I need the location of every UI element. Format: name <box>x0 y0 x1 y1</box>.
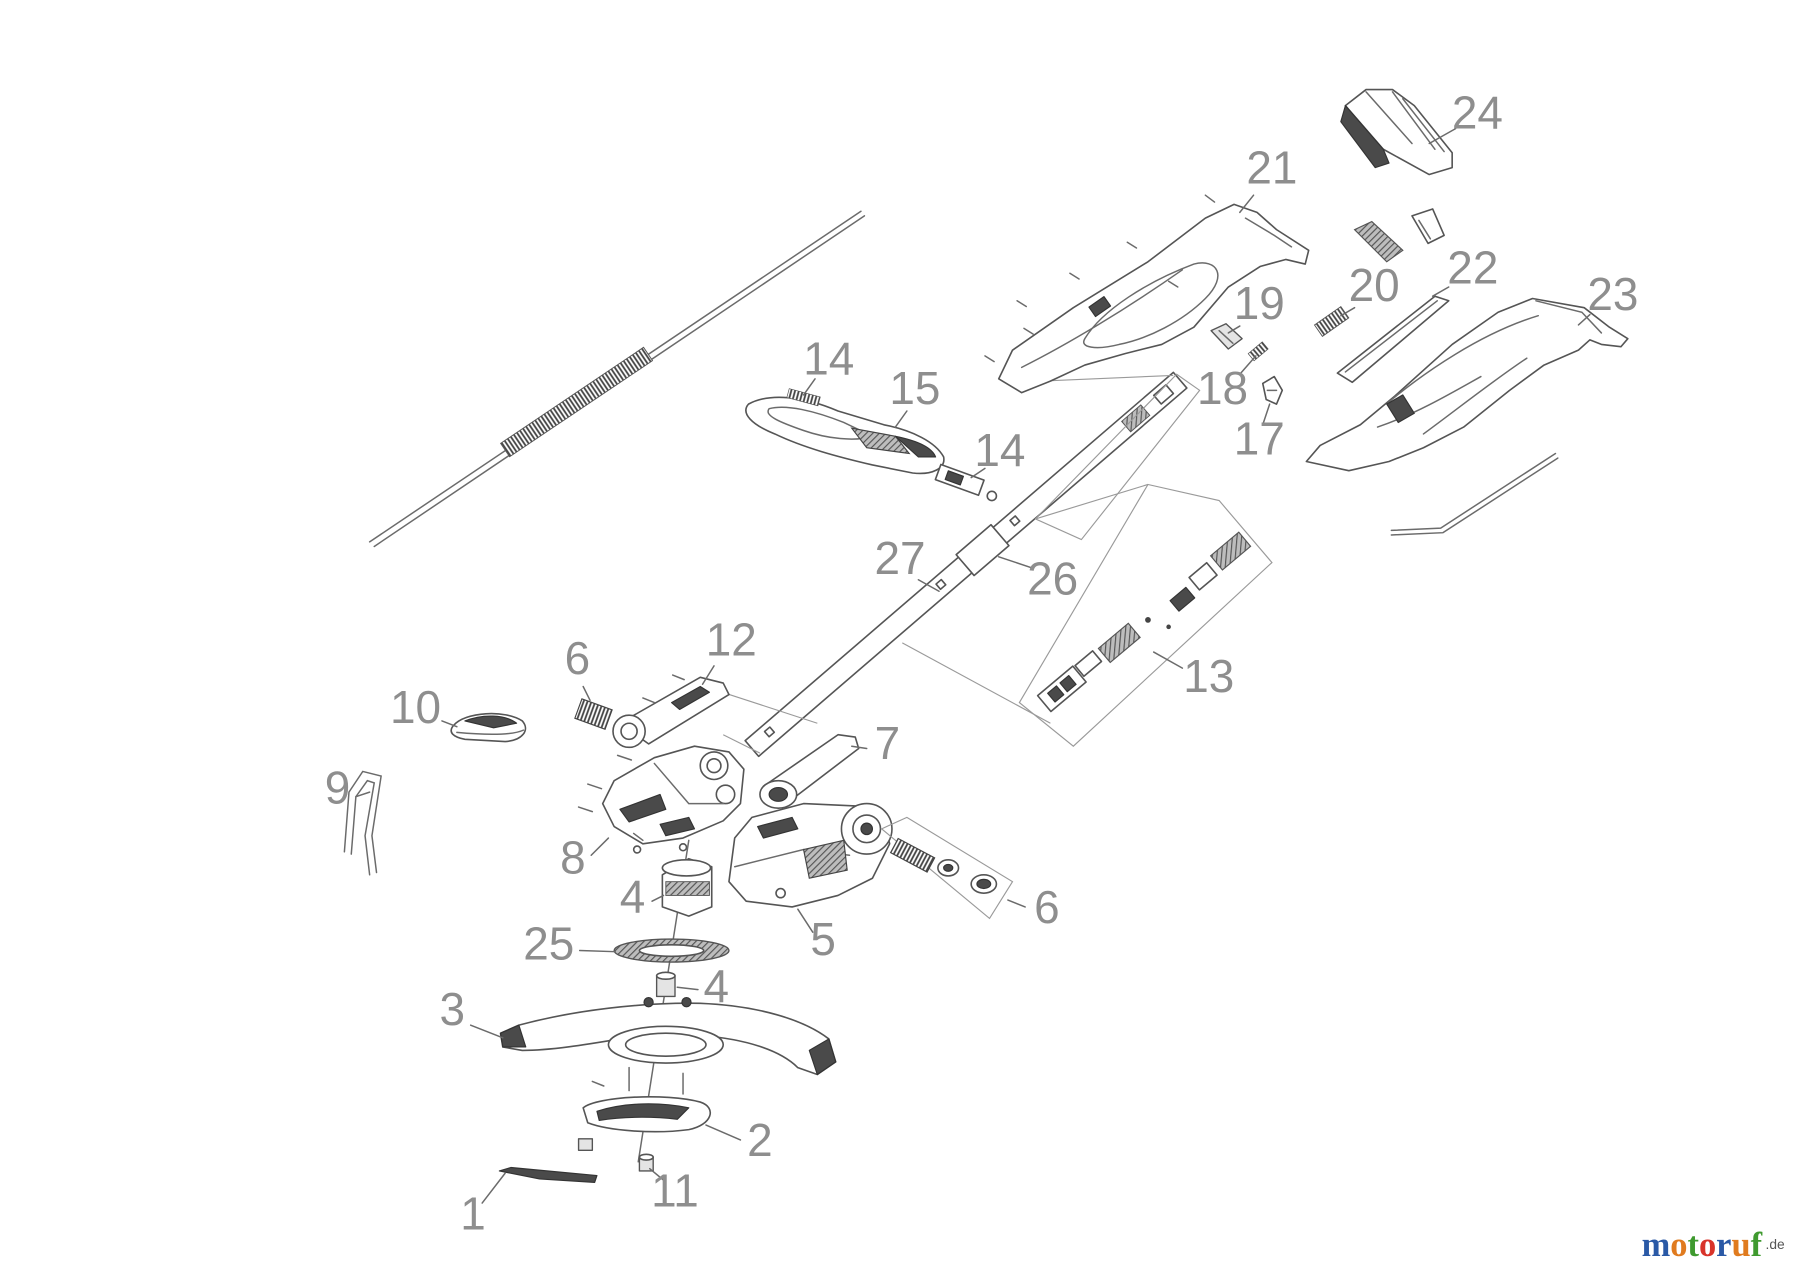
part-motor-housing <box>577 745 745 854</box>
watermark-letter: m <box>1642 1226 1671 1264</box>
part-cable <box>1390 452 1559 536</box>
part-switch-assembly <box>1018 483 1273 747</box>
part-4-motor <box>661 857 713 917</box>
callout-label-7: 7 <box>875 717 901 769</box>
watermark-letter: u <box>1731 1226 1750 1264</box>
callout-label-23: 23 <box>1587 268 1638 320</box>
callout-label-2: 2 <box>747 1114 773 1166</box>
callout-label-5: 5 <box>810 913 836 965</box>
watermark-letter: r <box>1716 1226 1731 1264</box>
leader-lines <box>355 127 1591 1204</box>
part-19-block <box>1210 323 1243 350</box>
callout-label-3: 3 <box>440 983 466 1035</box>
part-latch-pieces <box>1353 208 1445 263</box>
part-18-spring <box>1247 341 1269 362</box>
callout-label-17: 17 <box>1234 413 1285 465</box>
callout-label-21: 21 <box>1246 142 1297 194</box>
leader-outlines <box>711 373 1201 754</box>
part-guard <box>499 997 837 1095</box>
callout-label-4-lower: 4 <box>704 960 730 1012</box>
part-handle-loop <box>745 396 945 475</box>
callout-label-6-lower: 6 <box>1034 881 1060 933</box>
callout-label-15: 15 <box>889 362 940 414</box>
callout-label-14-lower: 14 <box>974 424 1025 476</box>
part-nut <box>577 1138 654 1172</box>
part-battery-pack <box>1340 88 1453 176</box>
part-blade <box>498 1166 598 1184</box>
part-17-clip <box>1261 375 1284 405</box>
part-shaft-tube <box>744 371 1188 758</box>
callout-label-1: 1 <box>460 1187 486 1239</box>
watermark-letter: o <box>1670 1226 1687 1264</box>
part-cover <box>1305 297 1629 472</box>
watermark-letter: f <box>1751 1226 1763 1264</box>
callout-label-18: 18 <box>1197 362 1248 414</box>
part-bracket <box>612 674 730 749</box>
watermark: motoruf .de <box>1642 1226 1785 1264</box>
part-4-lower <box>655 971 676 998</box>
callout-label-24: 24 <box>1452 87 1503 139</box>
callout-label-14-upper: 14 <box>803 332 854 384</box>
callout-label-25: 25 <box>523 918 574 970</box>
part-cap <box>450 712 527 743</box>
callout-label-10: 10 <box>390 681 441 733</box>
screws <box>984 194 1216 363</box>
part-spring-20 <box>1313 305 1350 337</box>
part-14-lower <box>934 463 998 502</box>
watermark-logo: motoruf <box>1642 1226 1763 1264</box>
watermark-letter: t <box>1687 1226 1699 1264</box>
callout-label-27: 27 <box>874 532 925 584</box>
callout-label-9: 9 <box>325 762 351 814</box>
callout-label-13: 13 <box>1183 650 1234 702</box>
part-6-spring-upper <box>574 698 613 731</box>
part-rod <box>368 210 866 548</box>
part-6-knob-assembly <box>880 816 1014 920</box>
callout-label-4-upper: 4 <box>620 871 646 923</box>
callout-label-8: 8 <box>560 832 586 884</box>
callout-label-6-upper: 6 <box>565 632 591 684</box>
callout-label-22: 22 <box>1447 242 1498 294</box>
part-lower-housing <box>728 802 893 908</box>
watermark-letter: o <box>1699 1226 1716 1264</box>
part-strip-22 <box>1336 295 1450 384</box>
part-spool-plate <box>582 1080 712 1133</box>
part-clamp <box>759 733 860 809</box>
callout-label-20: 20 <box>1349 259 1400 311</box>
part-bent-wire <box>343 770 382 876</box>
watermark-suffix: .de <box>1766 1237 1785 1252</box>
part-upper-housing <box>984 194 1310 394</box>
callout-labels: 24 21 20 22 23 19 18 17 14 15 14 27 26 1… <box>325 87 1639 1240</box>
callout-label-26: 26 <box>1027 553 1078 605</box>
callout-label-11: 11 <box>651 1165 699 1217</box>
part-ring <box>613 938 730 963</box>
callout-label-19: 19 <box>1234 277 1285 329</box>
callout-label-12: 12 <box>706 614 757 666</box>
